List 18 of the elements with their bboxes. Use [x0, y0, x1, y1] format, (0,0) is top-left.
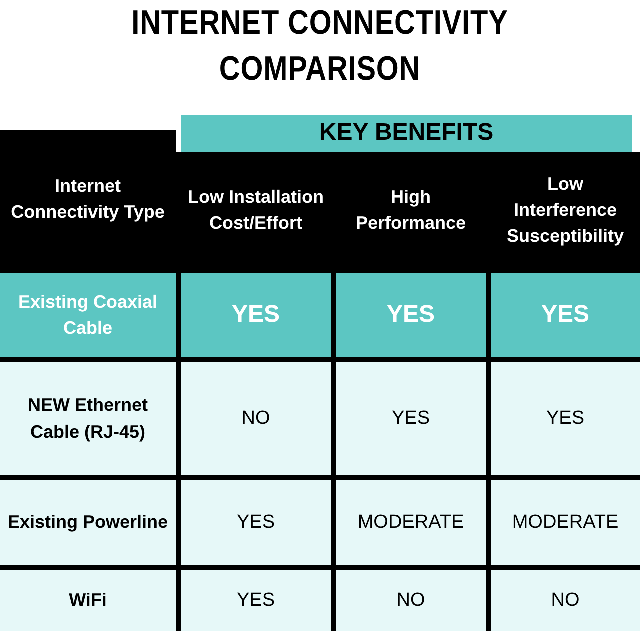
data-cell: YES	[336, 273, 486, 357]
data-cell: MODERATE	[336, 480, 486, 565]
row-header: NEW Ethernet Cable (RJ-45)	[0, 362, 176, 475]
data-cell: YES	[181, 480, 331, 565]
data-cell: YES	[491, 362, 640, 475]
row-header: Existing Coaxial Cable	[0, 273, 176, 357]
data-cell: YES	[181, 273, 331, 357]
row-header: Existing Powerline	[0, 480, 176, 565]
data-cell: NO	[181, 362, 331, 475]
data-cell: YES	[491, 273, 640, 357]
row-header: WiFi	[0, 570, 176, 631]
data-cell: MODERATE	[491, 480, 640, 565]
data-cell: YES	[181, 570, 331, 631]
band-header: KEY BENEFITS	[181, 115, 632, 152]
data-cell: NO	[336, 570, 486, 631]
data-cell: YES	[336, 362, 486, 475]
title: INTERNET CONNECTIVITY COMPARISON	[130, 3, 510, 90]
data-cell: NO	[491, 570, 640, 631]
